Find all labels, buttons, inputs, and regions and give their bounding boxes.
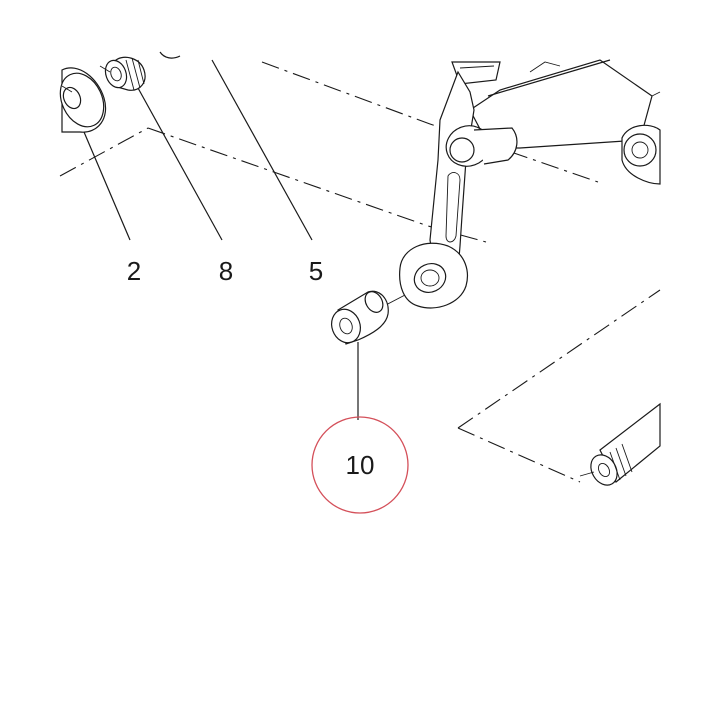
leader-line-2 — [83, 131, 131, 241]
callout-label-2: 2 — [127, 256, 141, 286]
bushing-part-10 — [331, 290, 389, 345]
leader-line-8 — [137, 87, 223, 241]
callout-label-10: 10 — [346, 450, 375, 480]
crank-arm-assembly — [399, 59, 661, 309]
callout-10-highlight-circle — [311, 416, 409, 514]
leader-lines — [83, 59, 359, 420]
threaded-shaft — [579, 402, 661, 486]
nut-part-8 — [99, 56, 146, 91]
callout-label-8: 8 — [219, 256, 233, 286]
washer-part-2 — [59, 67, 107, 133]
fastener-part-5 — [159, 51, 181, 59]
leader-line-5 — [211, 59, 313, 241]
callout-label-5: 5 — [309, 256, 323, 286]
